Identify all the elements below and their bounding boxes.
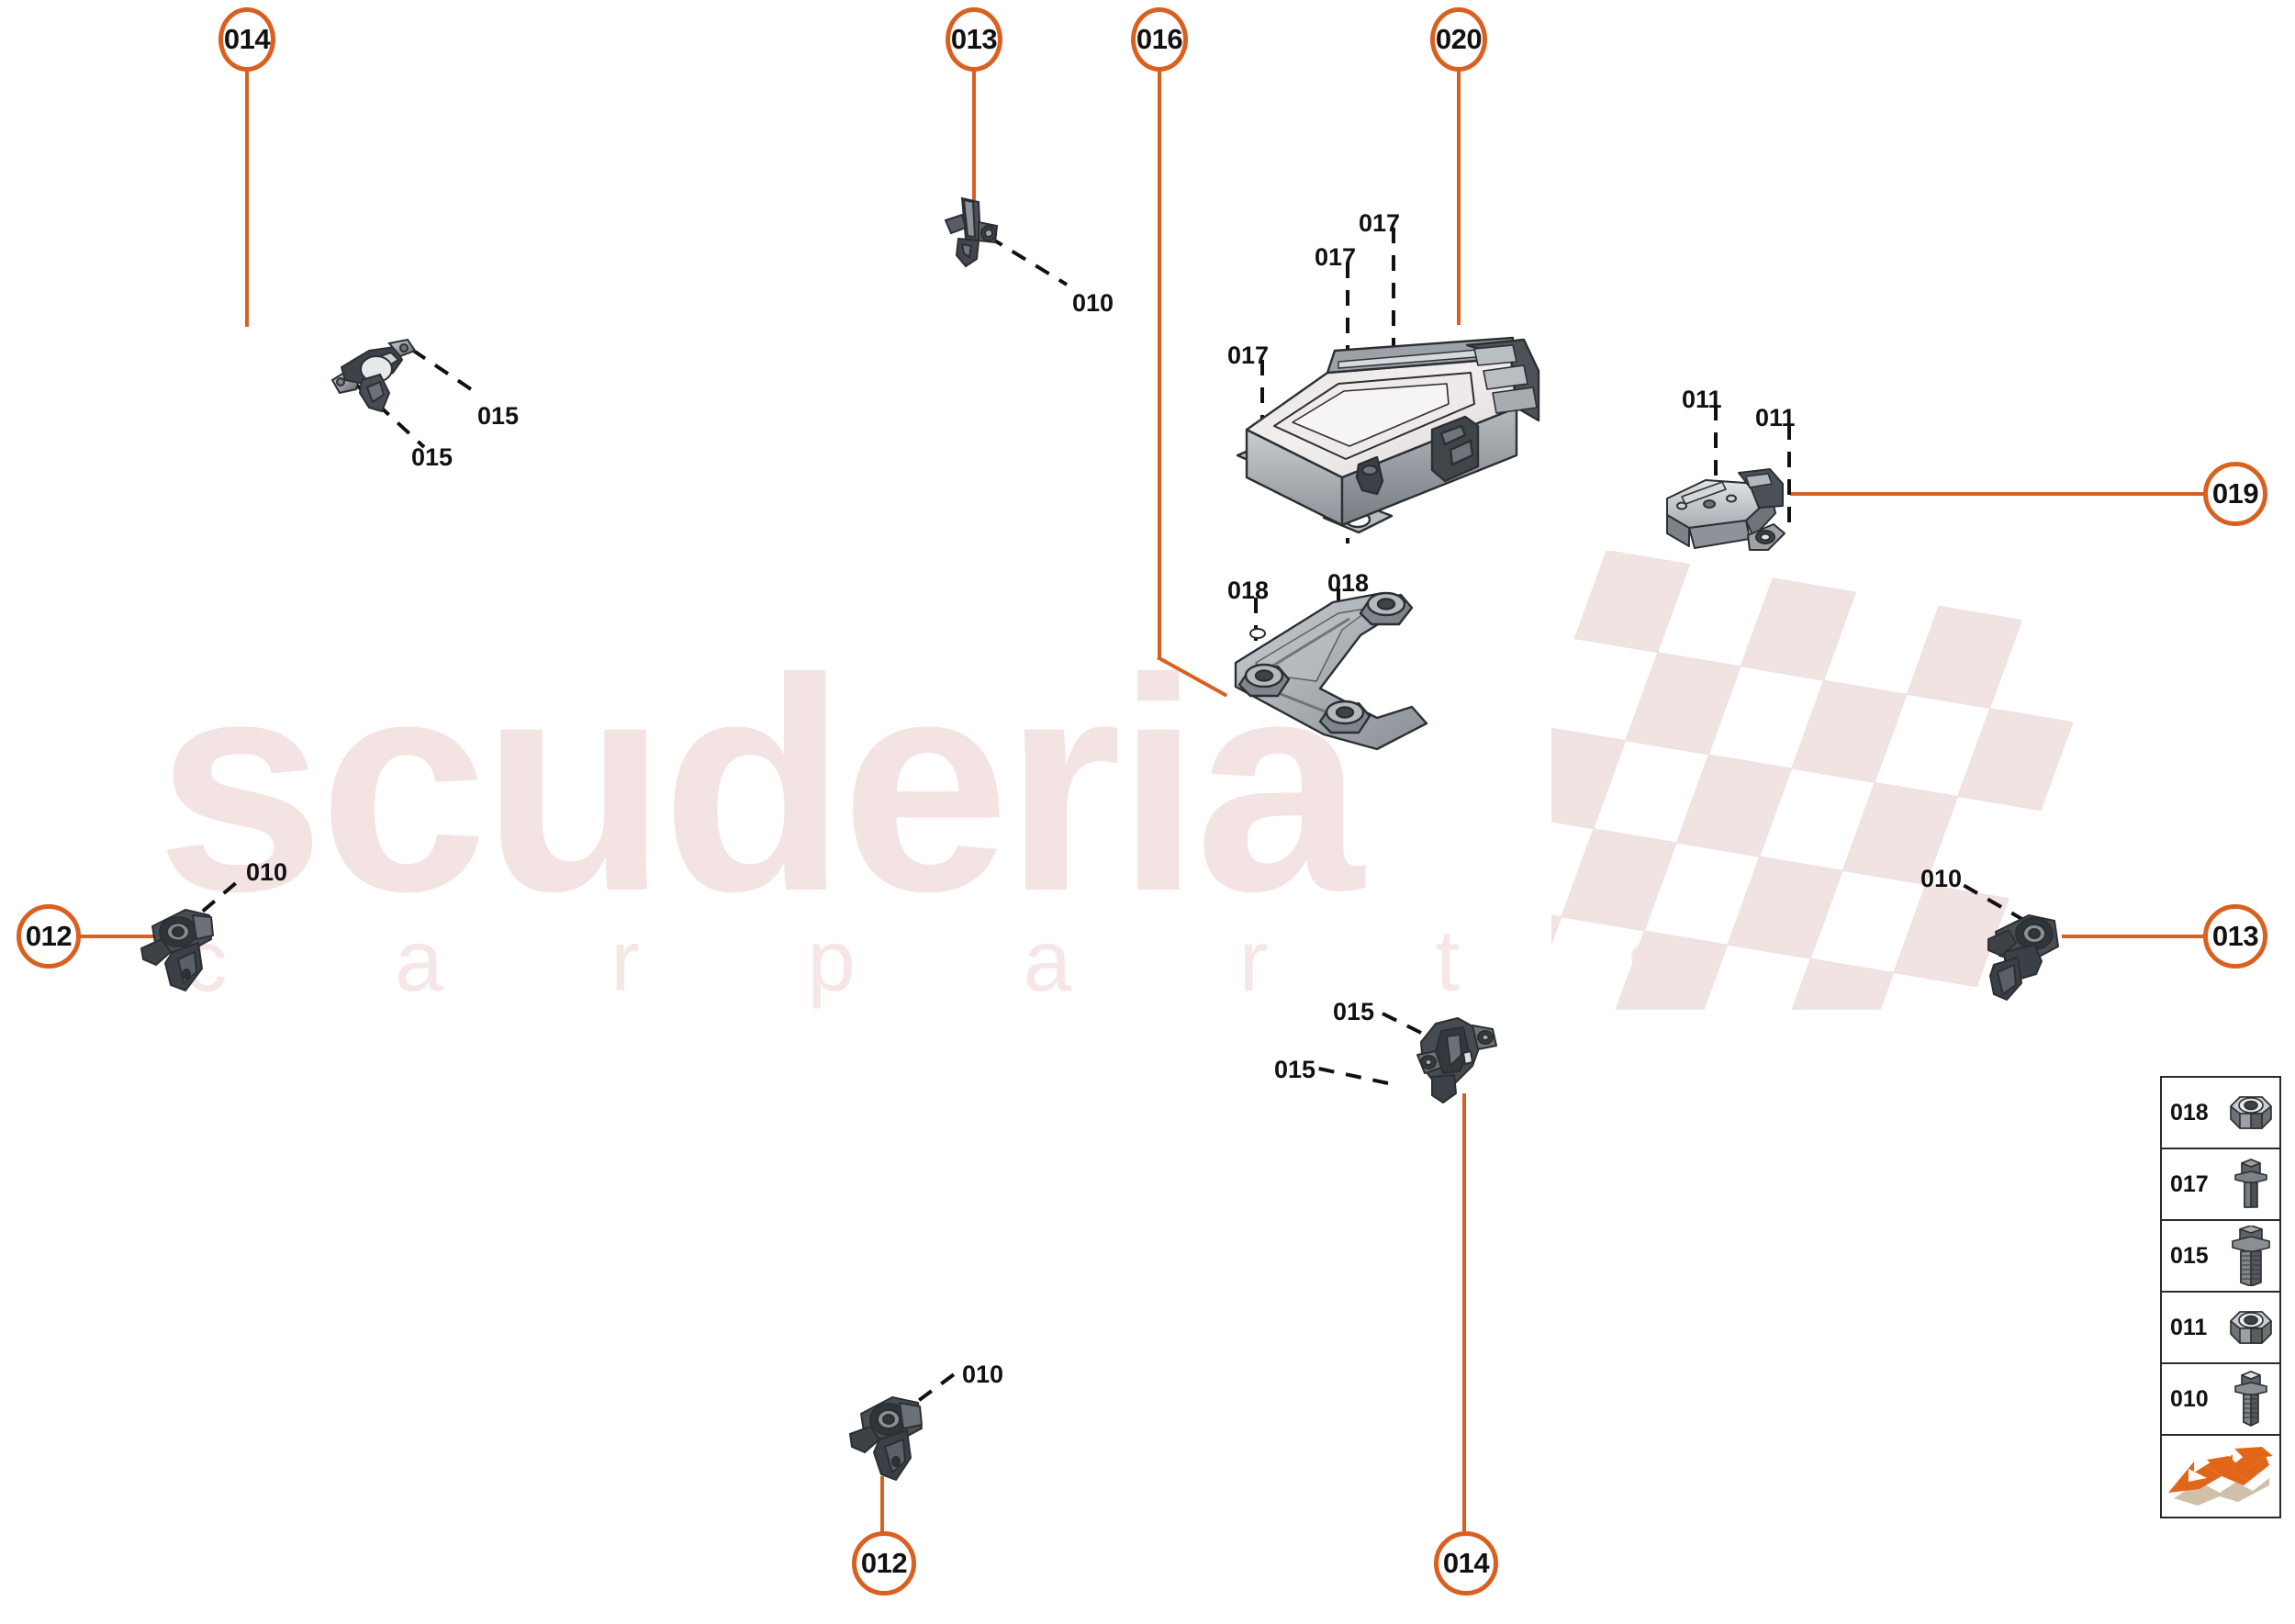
- legend-code: 015: [2170, 1242, 2209, 1269]
- ref-label-015-upper-right: 015: [477, 402, 520, 430]
- ref-label-015-lower-upper: 015: [1333, 998, 1375, 1025]
- callout-013-top[interactable]: 013: [946, 7, 1002, 72]
- callout-label: 019: [2211, 477, 2259, 510]
- ref-label-015-upper-left: 015: [411, 443, 453, 471]
- legend-code: 010: [2170, 1385, 2209, 1412]
- callout-label: 013: [2211, 920, 2259, 952]
- callout-label: 016: [1136, 23, 1183, 55]
- long-flange-bolt-icon: [2222, 1226, 2279, 1286]
- flange-nut-icon: [2222, 1306, 2279, 1349]
- callout-014-bottom[interactable]: 014: [1434, 1531, 1498, 1596]
- part-sensor-mounting-bracket[interactable]: [1221, 578, 1478, 790]
- callout-label: 014: [1442, 1547, 1490, 1579]
- callout-016-top[interactable]: 016: [1131, 7, 1188, 72]
- callout-012-left[interactable]: 012: [17, 904, 81, 969]
- part-crash-sensor-left[interactable]: [138, 895, 230, 996]
- legend-row-010[interactable]: 010: [2162, 1364, 2279, 1436]
- callout-label: 020: [1435, 23, 1483, 55]
- ref-label-010-top: 010: [1072, 289, 1114, 317]
- orange-chevron-arrow-icon: [2162, 1445, 2279, 1507]
- leader-line-012-left: [79, 935, 162, 938]
- leader-line-014-top: [245, 72, 249, 327]
- legend-row-017[interactable]: 017: [2162, 1149, 2279, 1221]
- callout-014-top[interactable]: 014: [218, 7, 275, 72]
- part-airbag-control-module[interactable]: [1221, 319, 1588, 560]
- leader-line-019-right: [1790, 492, 2205, 496]
- leader-line-014-bottom: [1462, 1093, 1466, 1533]
- ref-label-015-lower-left: 015: [1274, 1056, 1316, 1083]
- ref-label-010-left: 010: [246, 858, 288, 886]
- leader-line-012-bottom: [880, 1476, 884, 1533]
- legend-row-011[interactable]: 011: [2162, 1293, 2279, 1364]
- medium-flange-bolt-icon: [2222, 1371, 2279, 1428]
- ref-label-011-left: 011: [1682, 386, 1722, 413]
- legend-code: 011: [2170, 1314, 2208, 1340]
- legend-row-015[interactable]: 015: [2162, 1221, 2279, 1293]
- short-flange-bolt-icon: [2222, 1158, 2279, 1211]
- callout-label: 012: [25, 920, 73, 952]
- part-side-impact-sensor-lower[interactable]: [1405, 1014, 1501, 1115]
- callout-019-right[interactable]: 019: [2203, 462, 2267, 526]
- part-crash-sensor-lower[interactable]: [846, 1386, 938, 1487]
- part-crash-sensor-right[interactable]: [1981, 904, 2073, 1005]
- legend-code: 018: [2170, 1099, 2209, 1126]
- ref-label-017-left: 017: [1227, 342, 1270, 369]
- leader-line-013-right: [2062, 935, 2205, 938]
- callout-012-bottom[interactable]: 012: [852, 1531, 916, 1596]
- legend-row-footer[interactable]: [2162, 1436, 2279, 1517]
- fastener-legend: 018 017: [2160, 1076, 2281, 1518]
- callout-label: 013: [950, 23, 998, 55]
- part-yaw-rate-acceleration-sensor[interactable]: [1662, 464, 1799, 565]
- ref-label-018-right: 018: [1327, 569, 1370, 597]
- callout-label: 014: [223, 23, 271, 55]
- legend-row-018[interactable]: 018: [2162, 1078, 2279, 1149]
- callout-020-top[interactable]: 020: [1430, 7, 1487, 72]
- ref-label-018-left: 018: [1227, 577, 1270, 604]
- part-pressure-sensor-upper[interactable]: [938, 195, 1012, 277]
- ref-label-017-middle: 017: [1315, 243, 1357, 271]
- callout-013-right[interactable]: 013: [2203, 904, 2267, 969]
- ref-label-017-right: 017: [1359, 209, 1401, 237]
- leader-line-016-top: [1158, 72, 1161, 659]
- ref-label-011-right: 011: [1755, 404, 1796, 431]
- leader-line-020-top: [1457, 72, 1461, 325]
- leader-line-013-top: [972, 72, 976, 200]
- ref-label-010-bottom: 010: [962, 1361, 1004, 1388]
- legend-code: 017: [2170, 1170, 2209, 1197]
- callout-label: 012: [860, 1547, 908, 1579]
- part-side-impact-sensor-upper-left[interactable]: [323, 319, 433, 430]
- ref-label-010-right: 010: [1920, 865, 1963, 892]
- flange-nut-icon: [2222, 1092, 2279, 1134]
